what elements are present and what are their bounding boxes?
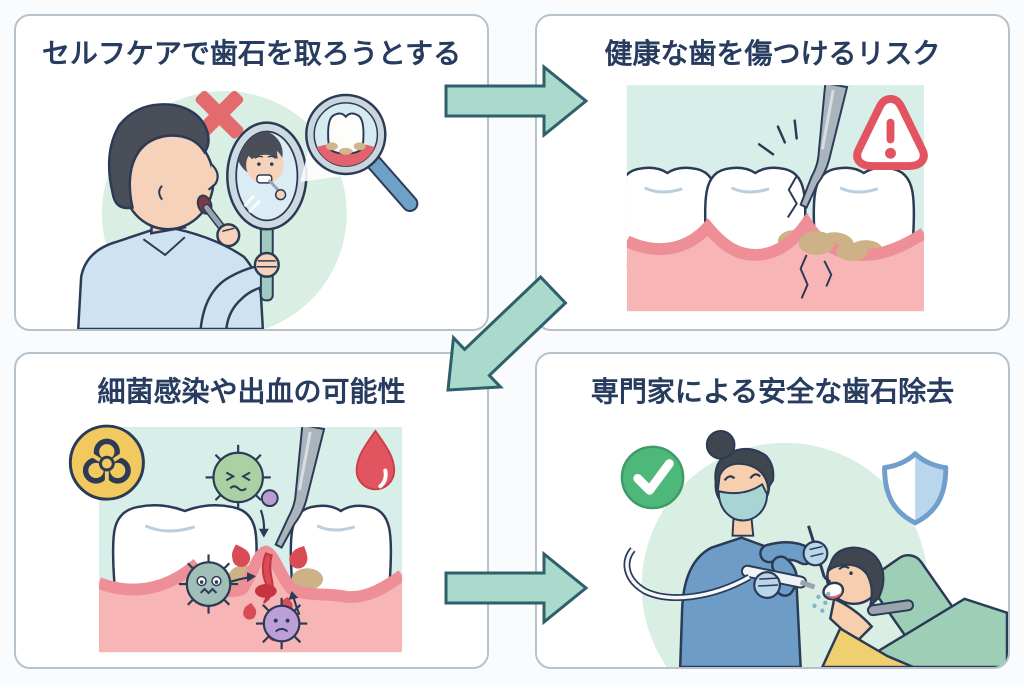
gum-crack (799, 254, 809, 299)
arrow-right-bottom (444, 551, 589, 625)
tooth-highlight (144, 524, 196, 533)
tartar (836, 243, 868, 261)
tartar (291, 568, 324, 590)
warning-triangle-icon (853, 94, 928, 171)
tooth-highlight (316, 524, 356, 532)
tooth-crack (786, 175, 798, 218)
blood-drop-icon (355, 429, 396, 491)
gum-crack (823, 260, 833, 287)
dental-pick-icon (202, 203, 241, 248)
patient-figure (821, 546, 914, 667)
shield-icon (882, 451, 949, 526)
germ-dot-icon (260, 489, 279, 508)
germ-teal-icon (178, 554, 239, 614)
germ-green-icon (205, 444, 271, 511)
tooth-highlight (730, 186, 770, 194)
flow-arrows (225, 509, 301, 616)
tooth-highlight (839, 186, 879, 194)
spray-droplets (812, 591, 831, 613)
gum (98, 545, 403, 653)
mirror-reflection (237, 131, 287, 215)
panel-title-infection: 細菌感染や出血の可能性 (97, 376, 406, 407)
biohazard-icon (68, 424, 145, 501)
illustration-infection (68, 424, 403, 653)
panel-title-professional: 専門家による安全な歯石除去 (590, 376, 955, 407)
germ-purple-icon (255, 597, 308, 650)
panel-professional: 専門家による安全な歯石除去 (535, 352, 1010, 669)
suction-hose (623, 547, 751, 601)
arrow-right-top (444, 64, 589, 138)
illustration-professional (620, 430, 1008, 667)
arrow-diagonal (446, 274, 568, 392)
panel-title-self-care: セルフケアで歯石を取ろうとする (41, 38, 462, 69)
illustration-self-care (76, 90, 419, 329)
gum (626, 212, 925, 312)
scaler-tool-icon (799, 85, 849, 209)
magnifier-tooth-icon (305, 93, 419, 212)
scaler-tool-icon (274, 427, 326, 549)
tartar (798, 231, 835, 255)
panel-infection-bleeding: 細菌感染や出血の可能性 (14, 352, 489, 669)
illustration-damage-risk (626, 85, 928, 312)
dentist-figure (678, 430, 832, 667)
panel-damage-risk: 健康な歯を傷つけるリスク (535, 14, 1010, 331)
impact-lines (757, 119, 798, 156)
panel-title-damage-risk: 健康な歯を傷つけるリスク (604, 38, 941, 69)
panel-self-care: セルフケアで歯石を取ろうとする (14, 14, 489, 331)
dental-chair (849, 554, 1008, 667)
tooth-highlight (643, 186, 683, 194)
check-circle-icon (620, 445, 685, 510)
x-mark-icon (195, 90, 244, 139)
